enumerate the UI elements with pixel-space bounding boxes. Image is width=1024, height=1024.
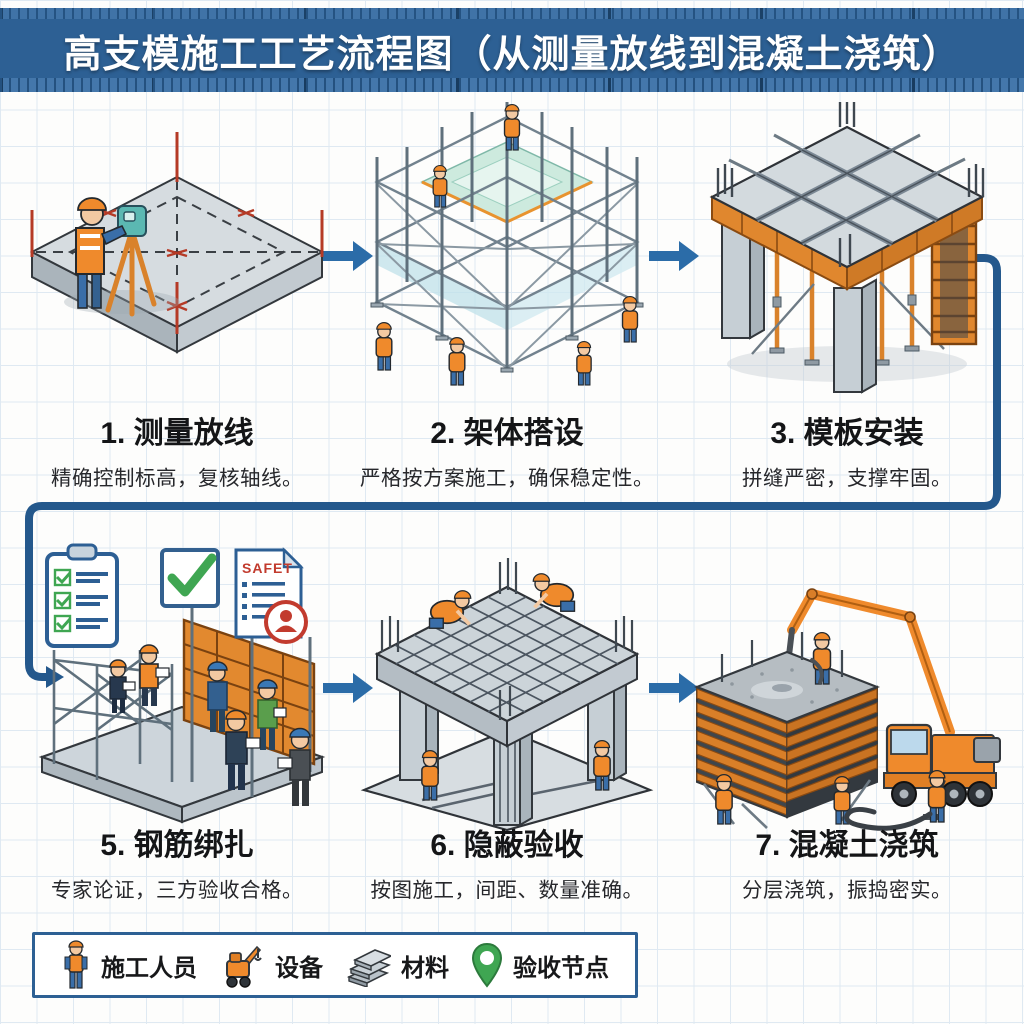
equipment-icon: [226, 945, 262, 988]
title-bar: 高支模施工工艺流程图（从测量放线到混凝土浇筑）: [0, 8, 1024, 92]
flow-arrow-icon: [323, 673, 373, 703]
svg-text:SAFET: SAFET: [242, 560, 293, 576]
pump-truck: [781, 588, 1001, 820]
step2-title: 2. 架体搭设: [430, 417, 584, 450]
step3-formwork-illustration: [709, 102, 985, 394]
step6-rebar-illustration: [360, 558, 654, 832]
step3-desc: 拼缝严密，支撑牢固。: [742, 467, 952, 490]
step2-scaffolding-illustration: [370, 102, 644, 386]
step7-pouring-illustration: [693, 588, 1001, 831]
step2-caption: 2. 架体搭设 严格按方案施工，确保稳定性。: [347, 408, 667, 491]
legend-item-workers: 施工人员: [61, 939, 197, 991]
step3-title: 3. 模板安装: [770, 417, 924, 450]
step1-title: 1. 测量放线: [100, 417, 254, 450]
ruler-strip-bottom: [0, 78, 1024, 92]
legend-item-materials: 材料: [345, 943, 449, 987]
step7-caption: 7. 混凝土浇筑 分层浇筑，振捣密实。: [687, 820, 1007, 903]
acceptance-pin-icon: [471, 942, 503, 988]
step3-caption: 3. 模板安装 拼缝严密，支撑牢固。: [687, 408, 1007, 491]
step1-surveying-illustration: [29, 132, 325, 354]
legend-label-acceptance: 验收节点: [513, 954, 609, 982]
step5-inspection-illustration: SAFET: [38, 543, 326, 824]
ruler-strip-top: [0, 8, 1024, 19]
page-title: 高支模施工工艺流程图（从测量放线到混凝土浇筑）: [63, 33, 961, 76]
safety-document-icon: SAFET: [234, 547, 308, 644]
checklist-clipboard-icon: [45, 543, 119, 648]
step5-caption: 5. 钢筋绑扎 专家论证，三方验收合格。: [17, 820, 337, 903]
step7-desc: 分层浇筑，振捣密实。: [742, 879, 952, 902]
step2-desc: 严格按方案施工，确保稳定性。: [360, 467, 654, 490]
material-icon: [346, 949, 391, 987]
legend-label-equipment: 设备: [275, 954, 323, 982]
inspector-figures: [109, 644, 311, 806]
legend-item-equipment: 设备: [219, 941, 323, 989]
step6-title: 6. 隐蔽验收: [430, 829, 584, 862]
step7-title: 7. 混凝土浇筑: [755, 829, 939, 862]
step5-desc: 专家论证，三方验收合格。: [51, 879, 303, 902]
step6-caption: 6. 隐蔽验收 按图施工，间距、数量准确。: [347, 820, 667, 903]
legend-label-materials: 材料: [401, 954, 449, 982]
flow-arrow-icon: [323, 241, 373, 271]
approved-check-icon: [160, 548, 220, 608]
legend-label-workers: 施工人员: [101, 954, 197, 982]
flow-arrow-icon: [649, 241, 699, 271]
step5-title: 5. 钢筋绑扎: [100, 829, 254, 862]
legend-item-acceptance: 验收节点: [471, 942, 609, 988]
step1-caption: 1. 测量放线 精确控制标高，复核轴线。: [17, 408, 337, 491]
vibrator-hose: [844, 806, 933, 831]
worker-icon: [64, 940, 88, 989]
flow-arrow-icon: [649, 673, 699, 703]
legend-bar: 施工人员 设备 材料: [32, 932, 638, 998]
step6-desc: 按图施工，间距、数量准确。: [370, 879, 644, 902]
step1-desc: 精确控制标高，复核轴线。: [51, 467, 303, 490]
